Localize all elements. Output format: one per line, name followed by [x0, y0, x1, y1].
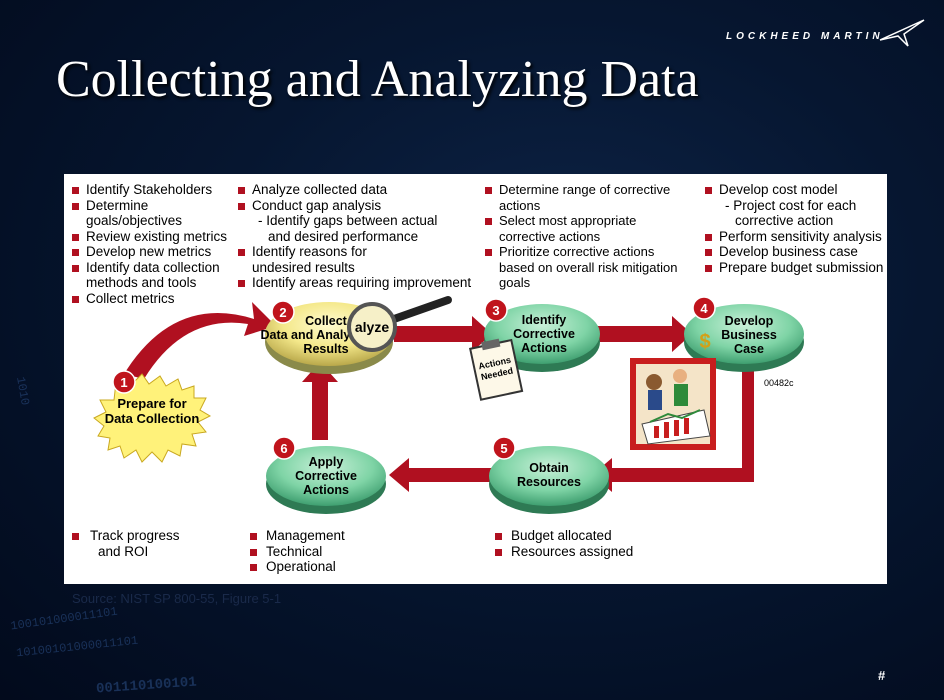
bullet-item: goals/objectives [86, 213, 183, 228]
bullet-item: Determine [72, 198, 227, 214]
slide-title: Collecting and Analyzing Data [56, 51, 699, 108]
bullet-item: based on overall risk mitigation [499, 259, 678, 275]
bullet-item: Review existing metrics [72, 229, 227, 245]
step-3-label-line-1: Identify [522, 313, 566, 327]
bullet-item: corrective actions [499, 228, 601, 244]
bullet-item: and ROI [98, 543, 149, 559]
brand-logo-text: LOCKHEED MARTIN [726, 31, 884, 42]
binary-decoration-2: 100101000011101 [9, 604, 119, 634]
bullet-item: Develop business case [705, 244, 883, 260]
bullet-item: Prioritize corrective actions [485, 244, 677, 260]
bullet-item: Technical [250, 544, 345, 560]
arrow-2-to-3 [394, 316, 492, 352]
bullet-item: Track progress [72, 528, 180, 544]
step-6-bottom-bullets: Management Technical Operational [250, 528, 345, 575]
star-logo-icon [879, 19, 925, 47]
bullet-item: Budget allocated [495, 528, 633, 544]
step-4-node: 4 $ Develop Business Case [684, 296, 804, 372]
step-2-label-line-1: Collect [305, 314, 348, 328]
step-2-bullets: Analyze collected data Conduct gap analy… [238, 182, 471, 291]
step-3-bullets: Determine range of corrective actions Se… [485, 182, 677, 291]
step-5-number: 5 [500, 441, 507, 456]
bullet-item: Identify data collection [72, 260, 227, 276]
bullet-item: - Identify gaps between actual [258, 213, 438, 228]
bullet-item: Perform sensitivity analysis [705, 229, 883, 245]
bullet-item: Select most appropriate [485, 213, 677, 229]
diagram-panel: 1 Prepare for Data Collection 2 Collect … [64, 174, 887, 584]
step-6-label-line-2: Corrective [295, 469, 357, 483]
step-5-bottom-bullets: Budget allocated Resources assigned [495, 528, 633, 559]
image-code: 00482c [764, 378, 794, 388]
bullet-item: Develop new metrics [72, 244, 227, 260]
page-number: # [878, 668, 886, 683]
step-2-label-line-3: Results [303, 342, 348, 356]
bullet-item: actions [499, 197, 541, 213]
step-3-label-line-2: Corrective [513, 327, 575, 341]
source-citation: Source: NIST SP 800-55, Figure 5-1 [72, 591, 282, 606]
step-1-number: 1 [120, 375, 127, 390]
arrow-1-to-2 [124, 302, 276, 379]
arrow-6-to-2 [302, 362, 338, 440]
step-6-node: 6 Apply Corrective Actions [266, 436, 386, 514]
bullet-item: Collect metrics [72, 291, 227, 307]
bullet-item: Conduct gap analysis [238, 198, 471, 214]
bullet-item: Resources assigned [495, 544, 633, 560]
bullet-item: Identify areas requiring improvement [238, 275, 471, 291]
bullet-item: goals [499, 275, 531, 290]
step-6-number: 6 [280, 441, 287, 456]
step-2-label-line-2: Data and Analyze [260, 328, 363, 342]
step-1-label-line-1: Prepare for [117, 396, 186, 411]
bullet-item: Determine range of corrective [485, 182, 677, 198]
bullet-item: corrective action [735, 213, 834, 228]
arrow-5-to-6 [389, 458, 492, 492]
bullet-item: Identify reasons for [238, 244, 471, 260]
step-5-label-line-1: Obtain [529, 461, 569, 475]
step-1-label-line-2: Data Collection [105, 411, 200, 426]
step-6-label-line-1: Apply [309, 455, 344, 469]
clipboard-icon: Actions Needed [469, 338, 524, 401]
bullet-item: Operational [250, 559, 345, 575]
arrow-3-to-4 [594, 316, 692, 352]
step-5-label-line-2: Resources [517, 475, 581, 489]
bullet-item: Identify Stakeholders [72, 182, 227, 198]
step-5-node: 5 Obtain Resources [489, 436, 609, 514]
business-meeting-illustration [630, 358, 716, 450]
bullet-item: - Project cost for each [725, 197, 857, 213]
bullet-item: Develop cost model [705, 182, 883, 198]
bullet-item: undesired results [252, 259, 355, 275]
magnifier-icon: alyze [347, 296, 452, 352]
bullet-item: Prepare budget submission [705, 260, 883, 276]
step-4-label-line-2: Business [721, 328, 777, 342]
step-4-number: 4 [700, 301, 708, 316]
step-3-number: 3 [492, 303, 499, 318]
step-1-bottom-bullets: Track progress and ROI [72, 528, 180, 559]
dollar-icon: $ [699, 331, 710, 353]
step-1-bullets: Identify Stakeholders Determine goals/ob… [72, 182, 227, 306]
step-2-number: 2 [279, 305, 286, 320]
binary-decoration-4: 001110100101 [95, 674, 198, 698]
step-4-label-line-1: Develop [725, 314, 774, 328]
binary-decoration-1: 1010 [13, 375, 32, 407]
step-6-label-line-3: Actions [303, 483, 349, 497]
step-1-node: 1 Prepare for Data Collection [93, 370, 212, 463]
bullet-item: and desired performance [268, 228, 419, 244]
magnifier-text: alyze [355, 319, 389, 335]
binary-decoration-3: 10100101000011101 [15, 633, 139, 661]
step-4-label-line-3: Case [734, 342, 764, 356]
bullet-item: Management [250, 528, 345, 544]
step-4-bullets: Develop cost model - Project cost for ea… [705, 182, 883, 275]
bullet-item: methods and tools [86, 275, 197, 290]
step-3-label-line-3: Actions [521, 341, 567, 355]
bullet-item: Analyze collected data [238, 182, 471, 198]
